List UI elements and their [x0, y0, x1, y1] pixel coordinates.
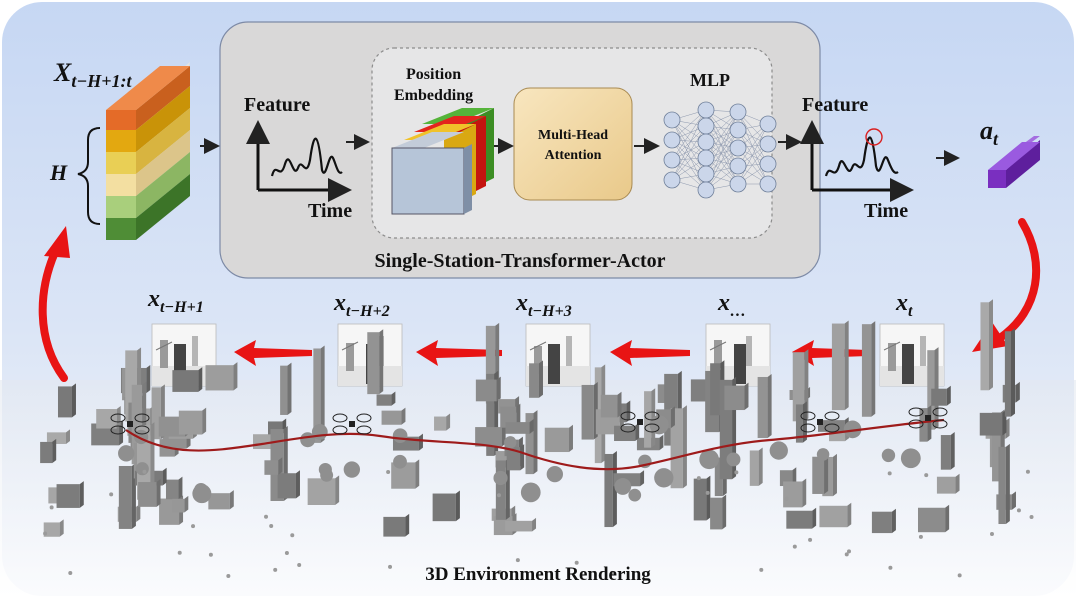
drone-icon	[620, 411, 660, 433]
frame-label-1: xt−H+2	[334, 290, 390, 320]
drone-icon	[332, 413, 372, 435]
peak-highlight-icon	[865, 128, 883, 146]
plot-in-x-label: Time	[308, 200, 353, 222]
action-bar-icon	[988, 136, 1040, 188]
frame-label-2: xt−H+3	[516, 290, 572, 320]
trajectory-line	[125, 418, 945, 471]
environment-caption: 3D Environment Rendering	[425, 564, 651, 585]
mlp-neuron	[663, 131, 681, 149]
mlp-neuron	[759, 115, 777, 133]
drone-icon	[908, 407, 948, 429]
attention-box	[513, 87, 633, 201]
frame-arrows	[234, 340, 868, 366]
mlp-neuron	[663, 111, 681, 129]
mlp-neuron	[759, 155, 777, 173]
mlp-neuron	[663, 171, 681, 189]
action-label: at	[980, 116, 999, 150]
mlp-neuron	[729, 175, 747, 193]
plot-out-x-label: Time	[864, 200, 909, 222]
height-label: H	[50, 160, 68, 185]
transformer-title: Single-Station-Transformer-Actor	[374, 250, 666, 272]
input-label: Xt−H+1:t	[54, 58, 132, 92]
mlp-neuron	[729, 139, 747, 157]
curved-arrow-icon-left	[38, 246, 68, 382]
mlp-neuron	[759, 175, 777, 193]
mlp-neuron	[759, 135, 777, 153]
position-embedding-cube-stack-icon	[391, 108, 494, 215]
attention-label: Multi-Head Attention	[538, 128, 608, 163]
drone-icon	[800, 411, 840, 433]
position-embedding-label: Position Embedding	[394, 66, 474, 104]
mlp-neuron	[697, 165, 715, 183]
plot-in-y-label: Feature	[244, 94, 311, 116]
drones	[110, 407, 948, 435]
feature-plot-in	[246, 120, 352, 202]
mlp-neuron	[697, 101, 715, 119]
frame-label-4: xt	[896, 290, 913, 320]
mlp-neuron	[697, 133, 715, 151]
mlp-neuron	[697, 117, 715, 135]
curved-arrow-icon-right	[996, 218, 1041, 342]
mlp-neuron	[697, 181, 715, 199]
neural-network-icon	[663, 101, 777, 199]
drone-icon	[110, 413, 150, 435]
frame-label-3: x…	[718, 290, 746, 320]
feature-plot-out	[800, 120, 914, 202]
plot-out-y-label: Feature	[802, 94, 869, 116]
mlp-neuron	[697, 149, 715, 167]
frame-label-0: xt−H+1	[148, 286, 204, 316]
brace-icon	[77, 127, 101, 225]
mlp-label: MLP	[690, 70, 730, 90]
mlp-neuron	[729, 103, 747, 121]
input-cube-stack-icon	[106, 62, 190, 240]
mlp-neuron	[729, 121, 747, 139]
mlp-neuron	[729, 157, 747, 175]
mlp-neuron	[663, 151, 681, 169]
